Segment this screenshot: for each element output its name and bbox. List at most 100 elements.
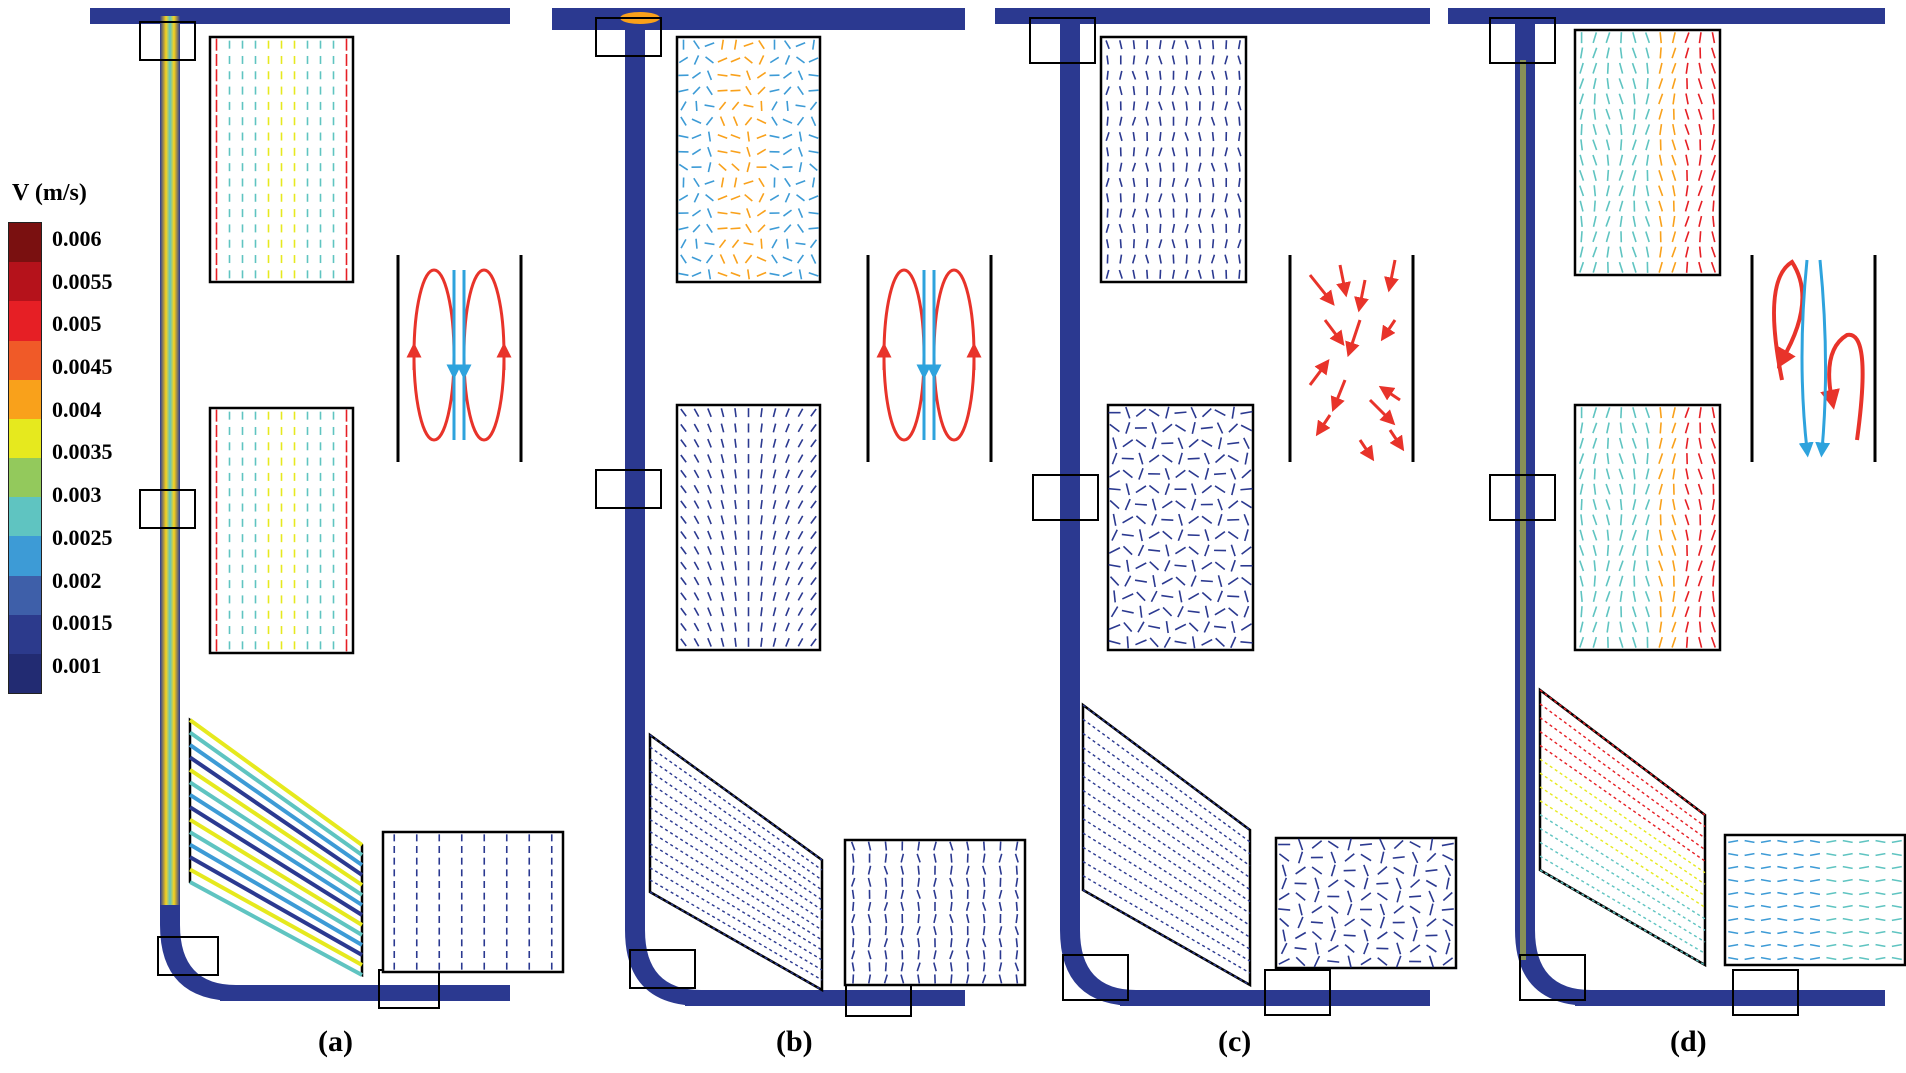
velocity-arrow: [1698, 215, 1703, 227]
velocity-arrow: [1579, 575, 1584, 587]
velocity-arrow: [1658, 575, 1664, 587]
random-arrow: [1380, 319, 1397, 342]
velocity-arrow: [1121, 593, 1134, 600]
velocity-arrow: [1191, 421, 1196, 434]
velocity-arrow: [705, 194, 714, 202]
velocity-arrow: [1224, 239, 1228, 249]
velocity-arrow: [1809, 839, 1821, 844]
velocity-arrow: [1135, 485, 1147, 494]
velocity-arrow: [1237, 86, 1241, 96]
velocity-arrow: [1243, 529, 1249, 542]
zoom-box: [1489, 474, 1556, 521]
velocity-arrow: [950, 853, 953, 863]
velocity-arrow: [693, 638, 700, 647]
velocity-arrow: [1659, 32, 1663, 44]
velocity-arrow: [693, 55, 700, 65]
velocity-arrow: [756, 118, 767, 125]
velocity-arrow: [1132, 131, 1136, 142]
velocity-arrow: [769, 226, 780, 231]
velocity-arrow: [917, 877, 920, 887]
velocity-arrow: [1191, 559, 1196, 572]
velocity-arrow: [720, 530, 725, 540]
velocity-arrow: [783, 71, 792, 79]
velocity-arrow: [680, 576, 687, 586]
bend-streamline: [649, 818, 823, 931]
velocity-arrow: [1105, 239, 1110, 249]
velocity-arrow: [1125, 406, 1131, 419]
velocity-arrow: [1241, 546, 1252, 555]
velocity-arrow: [1809, 956, 1821, 961]
velocity-arrow: [1672, 93, 1676, 105]
velocity-arrow: [1138, 529, 1143, 542]
velocity-arrow: [1171, 223, 1176, 233]
velocity-arrow: [1145, 254, 1150, 264]
velocity-arrow: [1163, 636, 1171, 648]
velocity-arrow: [1227, 577, 1239, 586]
bend-streamline: [1539, 730, 1706, 851]
velocity-arrow: [1393, 839, 1404, 850]
velocity-arrow: [1162, 423, 1173, 433]
velocity-arrow: [1744, 956, 1755, 961]
inset-frame: [648, 732, 824, 993]
velocity-arrow: [1826, 917, 1837, 922]
velocity-arrow: [705, 116, 714, 126]
inset-frame: [1081, 702, 1252, 988]
velocity-arrow: [1684, 514, 1690, 526]
velocity-arrow: [720, 177, 725, 188]
velocity-arrow: [771, 116, 778, 126]
velocity-arrow: [772, 545, 777, 556]
velocity-arrow: [1728, 878, 1739, 883]
velocity-arrow: [797, 515, 804, 525]
velocity-arrow: [1631, 437, 1637, 449]
velocity-arrow: [719, 254, 726, 264]
velocity-arrow: [691, 133, 702, 140]
velocity-arrow: [950, 901, 953, 912]
velocity-arrow: [744, 193, 753, 202]
velocity-arrow: [808, 271, 819, 277]
zoom-box: [1032, 474, 1099, 521]
velocity-arrow: [760, 408, 763, 418]
velocity-arrow: [1760, 904, 1771, 909]
velocity-arrow: [1697, 560, 1703, 572]
velocity-arrow: [1211, 239, 1215, 249]
velocity-arrow: [717, 271, 728, 277]
tube-streak: [1520, 60, 1526, 960]
bend-streamline: [1539, 827, 1706, 931]
velocity-arrow: [1343, 934, 1356, 937]
velocity-arrow: [1185, 147, 1189, 157]
velocity-arrow: [884, 853, 888, 863]
velocity-arrow: [1605, 606, 1611, 618]
velocity-arrow: [1158, 55, 1163, 65]
velocity-arrow: [797, 561, 804, 571]
velocity-arrow: [734, 607, 737, 617]
velocity-arrow: [867, 974, 872, 984]
velocity-arrow: [1631, 261, 1637, 273]
velocity-arrow: [1330, 851, 1337, 864]
velocity-arrow: [785, 423, 790, 433]
velocity-arrow: [949, 914, 954, 924]
velocity-arrow: [796, 254, 805, 264]
velocity-arrow: [1592, 437, 1598, 449]
velocity-arrow: [1442, 854, 1454, 861]
velocity-arrow: [680, 515, 687, 524]
velocity-arrow: [1728, 865, 1739, 870]
velocity-arrow: [1161, 577, 1173, 585]
velocity-arrow: [851, 950, 856, 960]
velocity-arrow: [1671, 529, 1677, 541]
velocity-arrow: [1685, 468, 1689, 480]
velocity-arrow: [1842, 865, 1853, 870]
bend-streamline: [649, 770, 823, 891]
velocity-arrow: [1631, 231, 1637, 243]
velocity-arrow: [1347, 890, 1353, 903]
velocity-arrow: [1685, 93, 1689, 105]
velocity-arrow: [1237, 101, 1242, 111]
velocity-arrow: [1605, 575, 1611, 587]
velocity-arrow: [707, 269, 712, 280]
velocity-arrow: [707, 500, 712, 510]
velocity-arrow: [1243, 437, 1250, 450]
velocity-arrow: [950, 974, 953, 984]
velocity-arrow: [810, 454, 817, 463]
velocity-arrow: [1658, 529, 1663, 541]
velocity-arrow: [1444, 929, 1451, 942]
legend-tick-label: 0.0045: [52, 354, 113, 380]
